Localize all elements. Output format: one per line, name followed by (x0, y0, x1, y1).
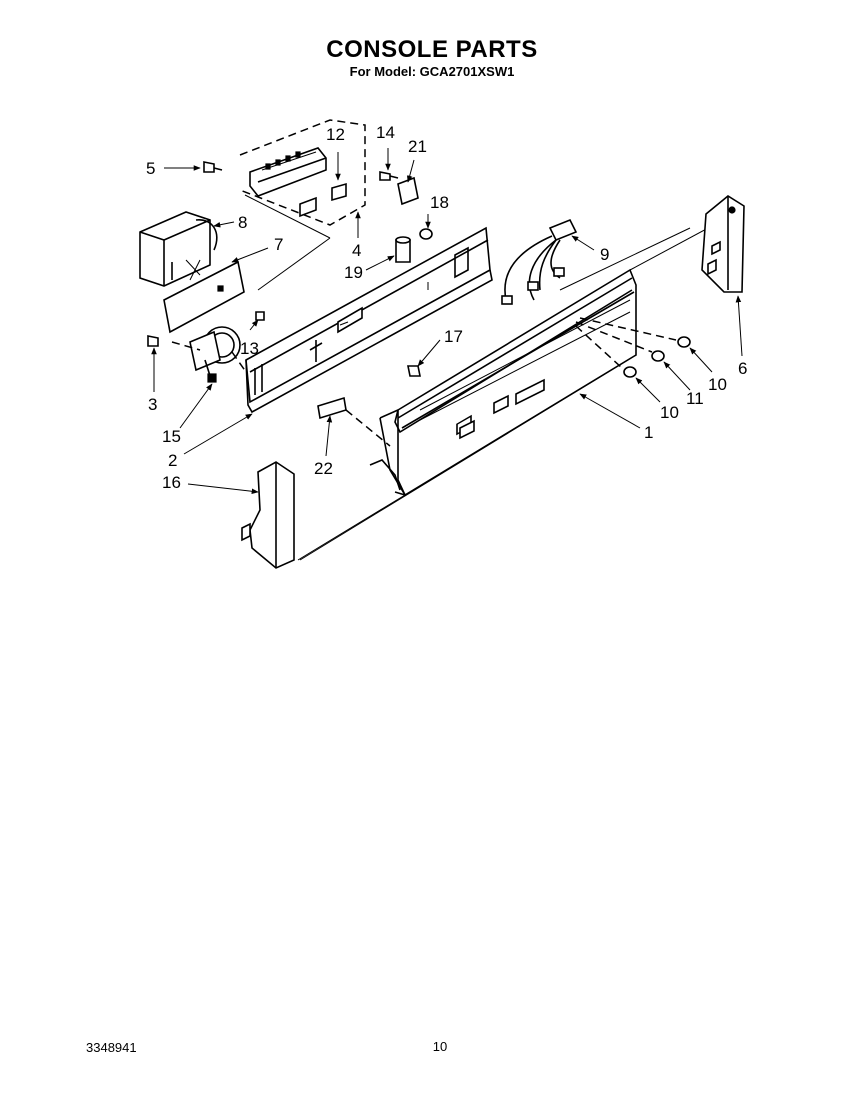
leader-lines (151, 148, 743, 495)
right-end-bracket (701, 195, 745, 293)
left-end-cap (241, 461, 295, 569)
callout-8: 8 (238, 213, 247, 232)
callout-5: 5 (146, 159, 155, 178)
wire-harness (501, 218, 578, 305)
callout-13: 13 (240, 339, 259, 358)
connector-22 (317, 396, 391, 447)
callout-6: 6 (738, 359, 747, 378)
document-number: 3348941 (86, 1040, 137, 1055)
callout-4: 4 (352, 241, 361, 260)
callout-7: 7 (274, 235, 283, 254)
screw-10a (677, 336, 691, 348)
screw-13 (255, 311, 265, 321)
callout-16: 16 (162, 473, 181, 492)
clip-17 (407, 365, 421, 377)
callout-17: 17 (444, 327, 463, 346)
callout-1: 1 (644, 423, 653, 442)
callout-10b: 10 (660, 403, 679, 422)
rotary-switch (171, 326, 247, 383)
callout-21: 21 (408, 137, 427, 156)
page-number: 10 (432, 1039, 448, 1054)
dashed-group-outline (239, 119, 366, 226)
nut-10b (623, 366, 637, 378)
callout-2: 2 (168, 451, 177, 470)
guide-line (297, 491, 411, 561)
callout-labels: 5 12 14 21 18 4 19 8 7 9 13 3 15 2 17 22… (146, 123, 747, 492)
callout-22: 22 (314, 459, 333, 478)
screw-5 (203, 161, 223, 173)
screw-18 (419, 228, 433, 240)
callout-10a: 10 (708, 375, 727, 394)
page-title: CONSOLE PARTS (326, 36, 538, 63)
callout-11: 11 (686, 389, 704, 408)
control-module (249, 147, 347, 218)
callout-19: 19 (344, 263, 363, 282)
callout-9: 9 (600, 245, 609, 264)
callout-3: 3 (148, 395, 157, 414)
cylinder-19 (395, 236, 411, 263)
callout-15: 15 (162, 427, 181, 446)
circuit-plate (163, 259, 245, 334)
screw-14 (379, 171, 399, 181)
callout-12: 12 (326, 125, 345, 144)
callout-18: 18 (430, 193, 449, 212)
timer-box (139, 211, 218, 287)
model-subtitle: For Model: GCA2701XSW1 (349, 64, 515, 79)
callout-14: 14 (376, 123, 395, 142)
screw-3 (147, 335, 159, 347)
control-panel-frame (245, 226, 493, 414)
nut-11 (651, 350, 665, 362)
